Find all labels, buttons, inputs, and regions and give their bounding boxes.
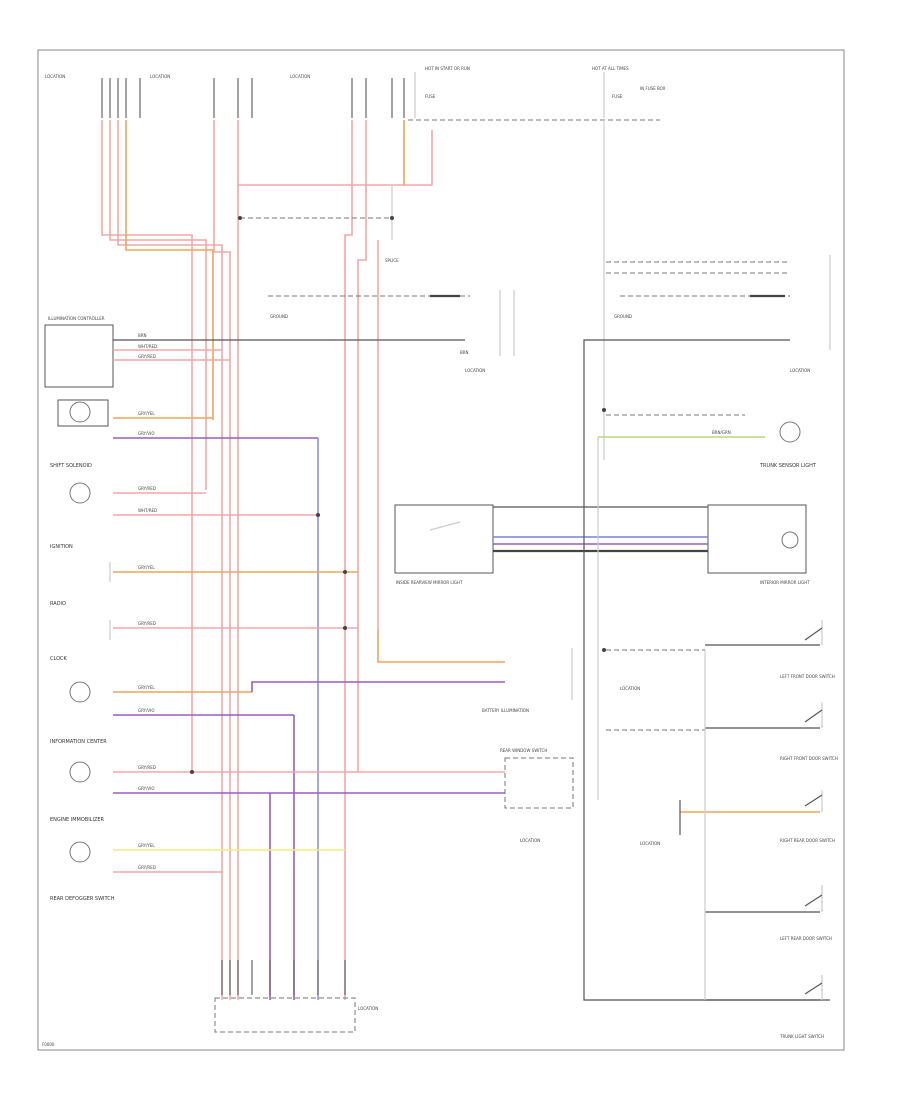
wire-label-gry-red-4: GRY/RED xyxy=(138,765,156,770)
trunk-sensor-wire-label: BRN/GRN xyxy=(712,430,731,435)
figure-code: F0000 xyxy=(42,1042,55,1047)
wire-label-wht-red-2: WHT/RED xyxy=(138,508,157,513)
wire-label-brn-1: BRN xyxy=(138,333,147,338)
bottom-connector-location: LOCATION xyxy=(358,1006,378,1011)
right-rear-door-switch: RIGHT REAR DOOR SWITCH xyxy=(680,790,835,843)
bottom-connector-pins xyxy=(221,960,346,995)
center-note: LOCATION xyxy=(520,838,540,843)
ground-location-left: LOCATION xyxy=(465,368,485,373)
right-center-location: LOCATION xyxy=(640,841,660,846)
left-rear-door-switch: LEFT REAR DOOR SWITCH xyxy=(705,885,832,941)
trunk-light-switch-label: TRUNK LIGHT SWITCH xyxy=(779,1034,824,1039)
ground-note-right: GROUND xyxy=(614,314,632,319)
hot-at-all-times-label: HOT AT ALL TIMES xyxy=(592,66,629,71)
right-front-door-switch: RIGHT FRONT DOOR SWITCH xyxy=(705,702,838,761)
radio-label: RADIO xyxy=(50,601,66,607)
top-label-left: LOCATION xyxy=(45,74,65,79)
information-center-bulb-icon xyxy=(69,681,91,703)
ground-label-brn-left: BRN xyxy=(460,350,469,355)
right-rear-door-label: RIGHT REAR DOOR SWITCH xyxy=(780,838,835,843)
wire-label-wht-red-1: WHT/RED xyxy=(138,344,157,349)
wire-label-gry-vio-3: GRY/VIO xyxy=(138,786,154,791)
door-location-note: LOCATION xyxy=(620,686,640,691)
trunk-light-switch: TRUNK LIGHT SWITCH xyxy=(705,975,824,1039)
trunk-sensor-bulb-icon xyxy=(779,421,801,443)
ignition-bulb-icon xyxy=(69,482,91,504)
illumination-controller-box xyxy=(44,324,114,388)
interior-mirror-light-label: INTERIOR MIRROR LIGHT xyxy=(760,580,810,585)
wire-label-gry-red-1: GRY/RED xyxy=(138,354,156,359)
wire-label-gry-yel-4: GRY/YEL xyxy=(138,843,155,848)
wire-label-gry-red-2: GRY/RED xyxy=(138,486,156,491)
wire-label-gry-red-5: GRY/RED xyxy=(138,865,156,870)
wire-label-gry-yel-2: GRY/YEL xyxy=(138,565,155,570)
diagram-frame xyxy=(37,49,845,1051)
top-label-center: LOCATION xyxy=(290,74,310,79)
splice-dots xyxy=(190,216,606,774)
illumination-controller-label: ILLUMINATION CONTROLLER xyxy=(48,316,105,321)
trunk-sensor-light-label: TRUNK SENSOR LIGHT xyxy=(759,463,817,469)
battery-illumination-label: BATTERY ILLUMINATION xyxy=(482,708,529,713)
shift-solenoid-box xyxy=(57,399,109,427)
shift-solenoid-label: SHIFT SOLENOID xyxy=(50,463,92,469)
ignition-label: IGNITION xyxy=(50,544,73,550)
engine-immobilizer-bulb-icon xyxy=(69,761,91,783)
inside-rearview-mirror-label: INSIDE REARVIEW MIRROR LIGHT xyxy=(396,580,463,585)
left-front-door-switch: LEFT FRONT DOOR SWITCH xyxy=(705,620,835,679)
interior-mirror-bulb-icon xyxy=(781,531,799,549)
fuse-label-1: FUSE xyxy=(425,94,436,99)
ground-note-left: GROUND xyxy=(270,314,288,319)
splice-label: SPLICE xyxy=(385,258,399,263)
battery-illum-wire-orange xyxy=(377,630,505,663)
left-rear-door-label: LEFT REAR DOOR SWITCH xyxy=(780,936,832,941)
clock-label: CLOCK xyxy=(50,656,68,662)
fuse-label-2: FUSE xyxy=(612,94,623,99)
left-front-door-label: LEFT FRONT DOOR SWITCH xyxy=(780,674,835,679)
wire-label-gry-red-3: GRY/RED xyxy=(138,621,156,626)
rear-defogger-label: REAR DEFOGGER SWITCH xyxy=(50,896,115,902)
rear-window-switch-box xyxy=(504,757,574,809)
top-label-mid-left: LOCATION xyxy=(150,74,170,79)
info-center-wire-purple-up xyxy=(251,681,505,692)
wire-label-gry-vio-2: GRY/VIO xyxy=(138,708,154,713)
right-front-door-label: RIGHT FRONT DOOR SWITCH xyxy=(780,756,838,761)
shift-solenoid-bulb-icon xyxy=(69,401,91,423)
in-fuse-box-label: IN FUSE BOX xyxy=(640,86,666,91)
engine-immobilizer-label: ENGINE IMMOBILIZER xyxy=(50,817,105,823)
bottom-connector-box xyxy=(214,997,356,1033)
wire-label-gry-yel-3: GRY/YEL xyxy=(138,685,155,690)
mirror-switch-lever xyxy=(429,521,461,531)
rear-defogger-bulb-icon xyxy=(69,841,91,863)
right-location-1: LOCATION xyxy=(790,368,810,373)
interior-mirror-light-box xyxy=(707,504,807,574)
information-center-label: INFORMATION CENTER xyxy=(50,739,107,745)
inside-rearview-mirror-box xyxy=(394,504,494,574)
left-harness-wires xyxy=(101,120,433,1000)
hot-in-start-run-label: HOT IN START OR RUN xyxy=(425,66,470,71)
rear-window-switch-label: REAR WINDOW SWITCH xyxy=(500,748,547,753)
wire-label-gry-vio-1: GRY/VIO xyxy=(138,431,154,436)
top-connector-pins xyxy=(101,78,405,118)
wire-label-gry-yel-1: GRY/YEL xyxy=(138,411,155,416)
